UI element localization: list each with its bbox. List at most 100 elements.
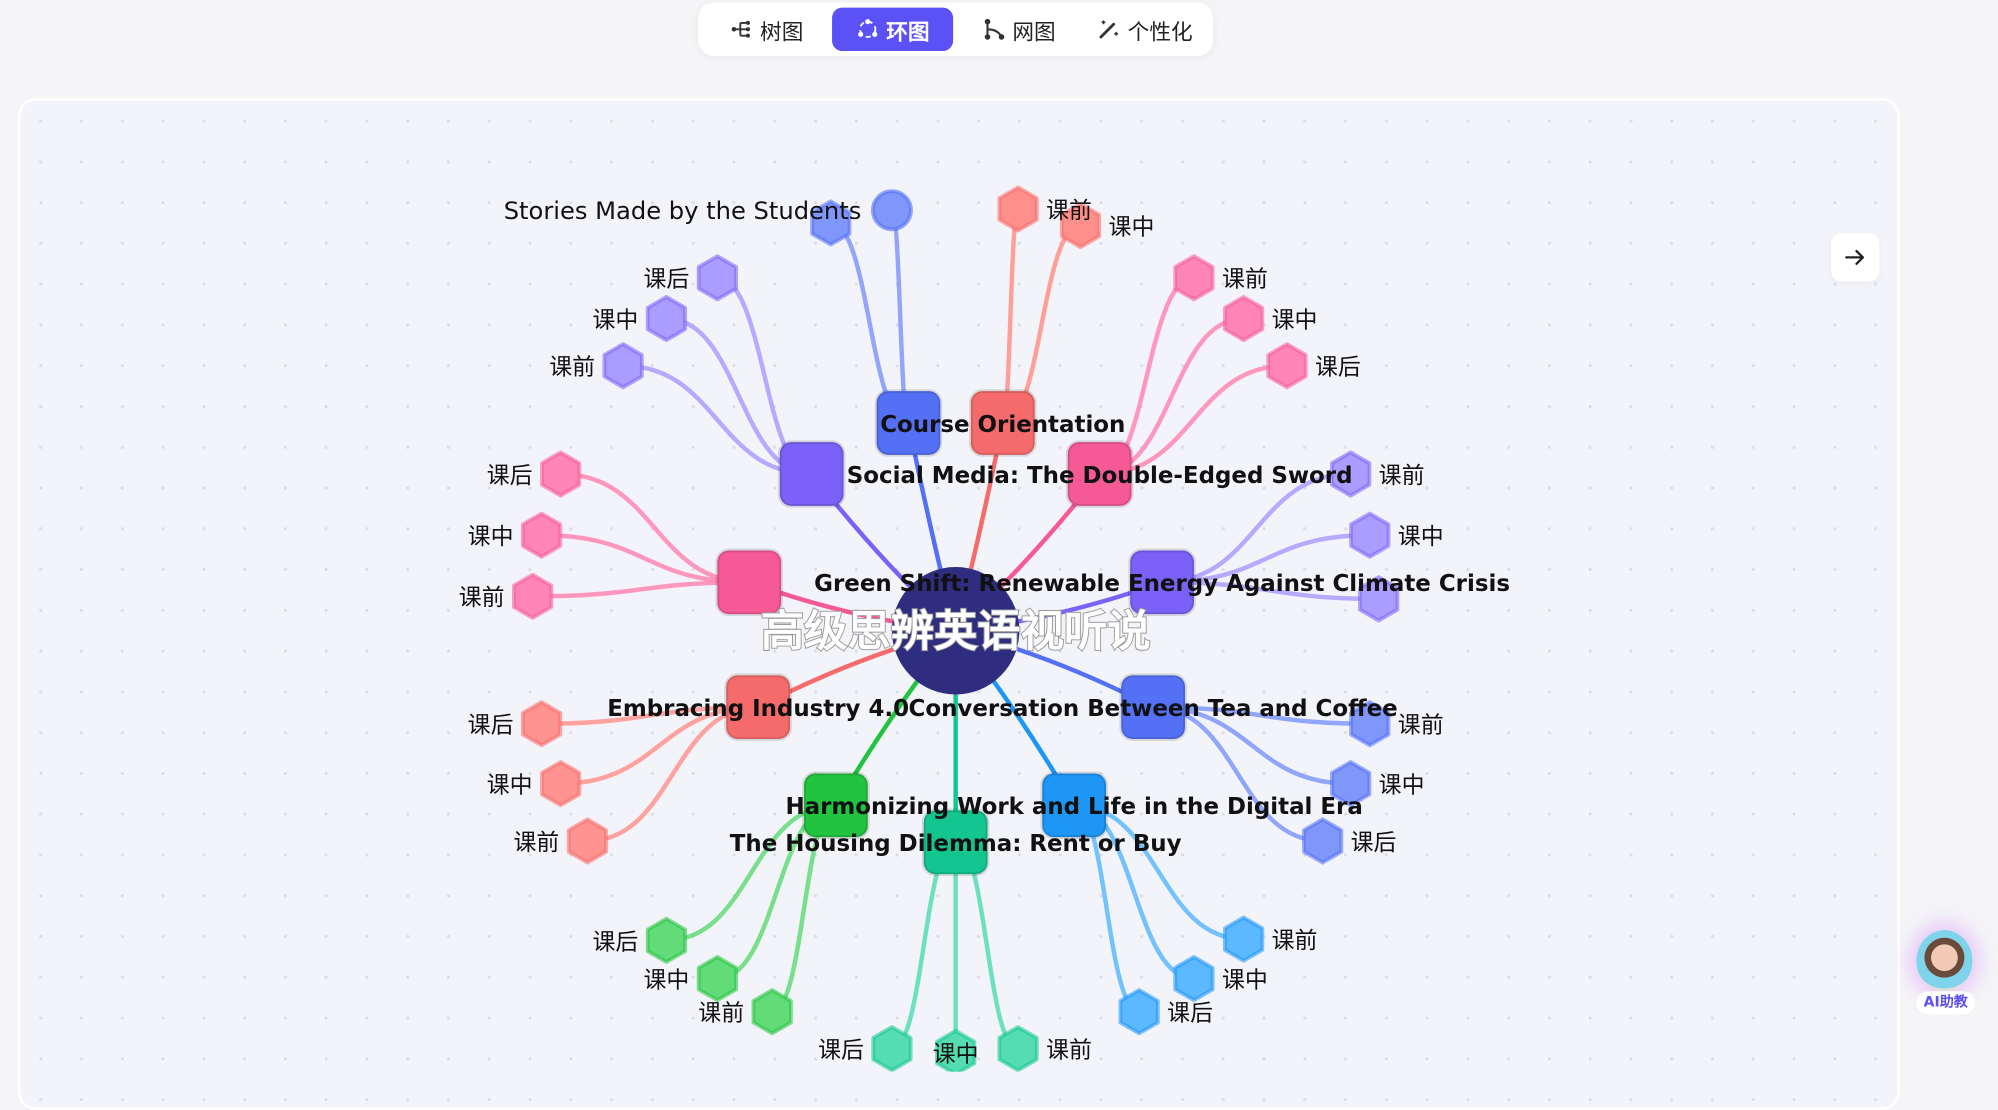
magic-wand-icon <box>1099 20 1119 39</box>
subtopic-node[interactable] <box>870 189 913 232</box>
subtopic-node[interactable] <box>1222 294 1265 343</box>
subtopic-node[interactable] <box>1059 201 1102 250</box>
subtopic-node[interactable] <box>696 254 739 302</box>
subtopic-node[interactable] <box>696 955 739 1003</box>
subtopic-node[interactable] <box>1222 915 1265 963</box>
tab-label: 个性化 <box>1127 19 1193 46</box>
subtopic-label: 课前 <box>1398 713 1444 739</box>
subtopic-node[interactable] <box>1349 511 1391 559</box>
subtopic-node[interactable] <box>540 760 582 808</box>
subtopic-link <box>560 704 759 786</box>
subtopic-link <box>1153 704 1351 786</box>
subtopic-node[interactable] <box>997 1025 1039 1072</box>
next-button[interactable] <box>1831 233 1880 282</box>
subtopic-label: 课中 <box>487 773 533 799</box>
subtopic-label: 课前 <box>514 830 560 856</box>
tree-icon <box>731 20 750 38</box>
subtopic-node[interactable] <box>1330 760 1372 808</box>
topic-node[interactable] <box>802 771 870 840</box>
topic-label: Harmonizing Work and Life in the Digital… <box>785 794 1362 820</box>
subtopic-link <box>532 580 750 599</box>
tab-tree[interactable]: 树图 <box>706 8 827 51</box>
ai-assistant-button[interactable]: AI助教 <box>1906 928 1985 1025</box>
subtopic-label: 课前 <box>1046 198 1092 224</box>
subtopic-label: 课前 <box>1222 267 1268 293</box>
subtopic-label: 课中 <box>933 1041 979 1067</box>
center-node[interactable] <box>891 567 1020 695</box>
arrow-right-icon <box>1845 249 1865 265</box>
topic-node[interactable] <box>969 389 1037 457</box>
topic-label: Course Orientation <box>880 412 1125 438</box>
subtopic-label: 课后 <box>1351 830 1397 856</box>
subtopic-label: 课前 <box>459 585 505 611</box>
subtopic-node[interactable] <box>935 1028 977 1072</box>
subtopic-label: 课后 <box>1315 355 1361 381</box>
nodes <box>511 185 1400 1072</box>
topic-node[interactable] <box>777 440 846 508</box>
tab-ring[interactable]: 环图 <box>832 7 954 51</box>
network-icon <box>984 18 1004 40</box>
subtopic-label: 课中 <box>1272 307 1318 333</box>
tab-label: 环图 <box>886 19 930 46</box>
tab-label: 网图 <box>1012 19 1056 46</box>
subtopic-link <box>541 532 750 585</box>
topic-node[interactable] <box>715 548 783 617</box>
subtopic-label: 课前 <box>698 1001 744 1027</box>
topic-node[interactable] <box>874 389 943 457</box>
subtopic-node[interactable] <box>1330 450 1372 498</box>
subtopic-node[interactable] <box>810 199 852 247</box>
tab-label: 树图 <box>760 19 804 46</box>
subtopic-label: Stories Made by the Students <box>504 197 862 225</box>
subtopic-link <box>560 471 750 585</box>
subtopic-link <box>1153 704 1370 726</box>
ring-icon <box>857 19 877 38</box>
subtopic-node[interactable] <box>566 817 609 865</box>
ai-assistant-label: AI助教 <box>1916 991 1976 1015</box>
topic-node[interactable] <box>1119 673 1187 741</box>
subtopic-link <box>1162 471 1351 585</box>
topic-node[interactable] <box>1040 771 1108 840</box>
subtopic-node[interactable] <box>1266 342 1308 390</box>
subtopic-label: 课后 <box>468 713 514 739</box>
subtopic-node[interactable] <box>645 294 688 343</box>
subtopic-link <box>623 363 812 477</box>
ai-avatar <box>1916 930 1973 992</box>
subtopic-node[interactable] <box>602 342 644 390</box>
subtopic-node[interactable] <box>511 572 554 620</box>
topic-node[interactable] <box>1128 548 1196 617</box>
subtopic-node[interactable] <box>1349 700 1391 748</box>
subtopic-node[interactable] <box>1173 955 1215 1003</box>
subtopic-node[interactable] <box>1301 817 1344 865</box>
subtopic-link <box>1162 580 1379 602</box>
subtopic-label: 课前 <box>1379 463 1425 489</box>
center-title: 高级思辨英语视听说 <box>761 607 1151 657</box>
subtopic-node[interactable] <box>1118 988 1160 1036</box>
topic-label: Green Shift: Renewable Energy Against Cl… <box>814 571 1510 597</box>
subtopic-label: 课中 <box>1222 968 1268 994</box>
subtopic-node[interactable] <box>520 700 563 748</box>
subtopic-node[interactable] <box>871 1025 913 1072</box>
subtopic-label: 课中 <box>1109 214 1155 240</box>
subtopic-label: 课后 <box>487 463 533 489</box>
subtopic-node[interactable] <box>540 450 582 498</box>
subtopic-node[interactable] <box>520 511 563 559</box>
subtopic-node[interactable] <box>997 185 1039 233</box>
topic-label: The Housing Dilemma: Rent or Buy <box>730 831 1182 857</box>
subtopic-node[interactable] <box>645 916 688 964</box>
topic-node[interactable] <box>724 673 792 741</box>
subtopic-label: 课后 <box>1167 1001 1213 1027</box>
subtopic-node[interactable] <box>751 988 793 1036</box>
subtopic-label: 课中 <box>1379 773 1425 799</box>
subtopic-link <box>1162 532 1370 585</box>
tab-network[interactable]: 网图 <box>958 8 1079 51</box>
tab-personalize[interactable]: 个性化 <box>1084 8 1205 51</box>
topic-node[interactable] <box>921 808 990 877</box>
topic-node[interactable] <box>1065 440 1134 508</box>
subtopic-label: 课后 <box>643 267 689 293</box>
subtopic-link <box>541 704 759 726</box>
subtopic-node[interactable] <box>1173 254 1215 302</box>
subtopic-node[interactable] <box>1358 575 1400 623</box>
